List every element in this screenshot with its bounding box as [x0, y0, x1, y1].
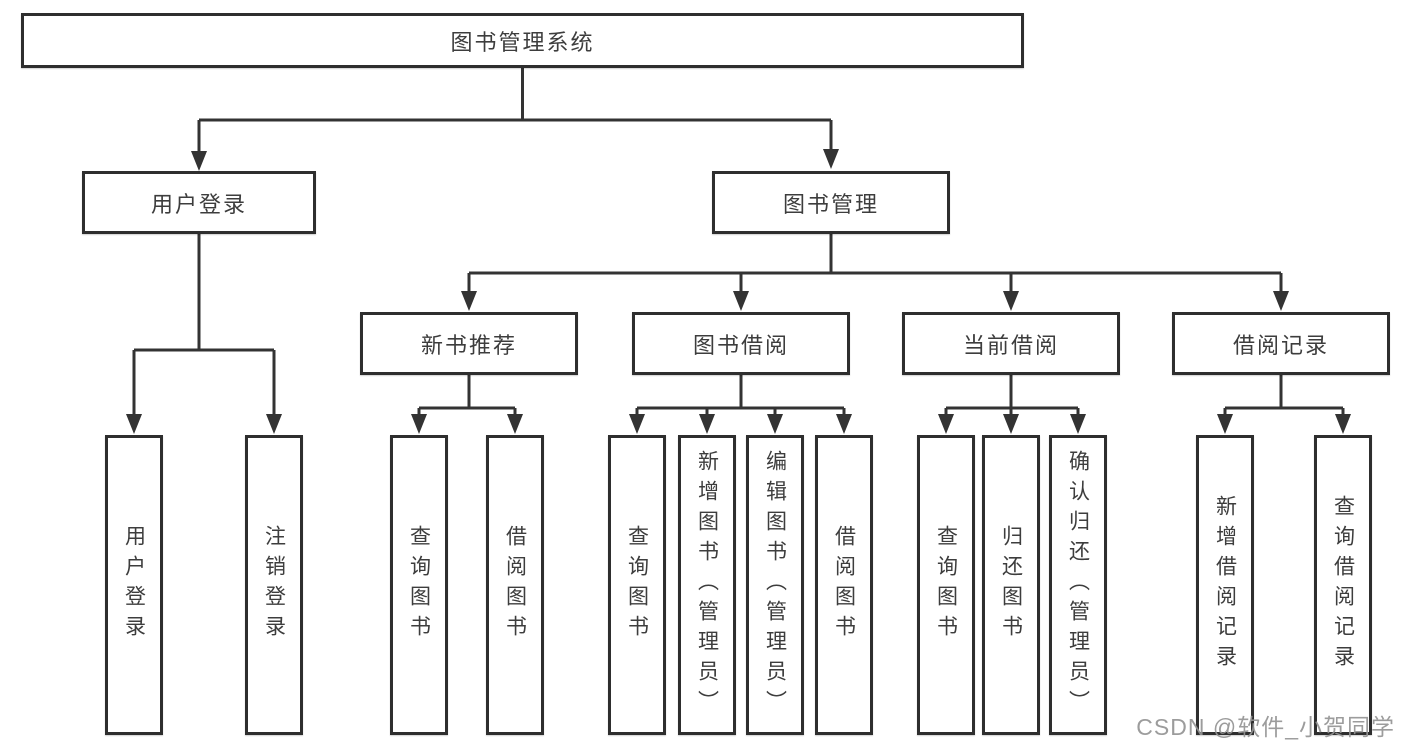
node-leaf-user-login: 用户登录: [105, 435, 163, 735]
node-leaf-query-books-current: 查询图书: [917, 435, 975, 735]
node-leaf-edit-book-admin: 编辑图书（管理员）: [746, 435, 804, 735]
node-book-borrow: 图书借阅: [632, 312, 850, 375]
node-new-book-recommend: 新书推荐: [360, 312, 578, 375]
node-leaf-confirm-return-admin: 确认归还（管理员）: [1049, 435, 1107, 735]
node-leaf-query-books-borrow: 查询图书: [608, 435, 666, 735]
node-leaf-logout: 注销登录: [245, 435, 303, 735]
node-user-login: 用户登录: [82, 171, 316, 234]
node-leaf-borrow-books-recommend: 借阅图书: [486, 435, 544, 735]
watermark: CSDN @软件_小贺同学: [1136, 714, 1395, 740]
node-leaf-borrow-books-borrow: 借阅图书: [815, 435, 873, 735]
node-leaf-add-book-admin: 新增图书（管理员）: [678, 435, 736, 735]
node-leaf-query-books-recommend: 查询图书: [390, 435, 448, 735]
node-leaf-add-borrow-record: 新增借阅记录: [1196, 435, 1254, 735]
node-current-borrow: 当前借阅: [902, 312, 1120, 375]
node-book-management: 图书管理: [712, 171, 950, 234]
node-leaf-query-borrow-record: 查询借阅记录: [1314, 435, 1372, 735]
node-leaf-return-book: 归还图书: [982, 435, 1040, 735]
node-root: 图书管理系统: [21, 13, 1024, 68]
node-borrow-records: 借阅记录: [1172, 312, 1390, 375]
